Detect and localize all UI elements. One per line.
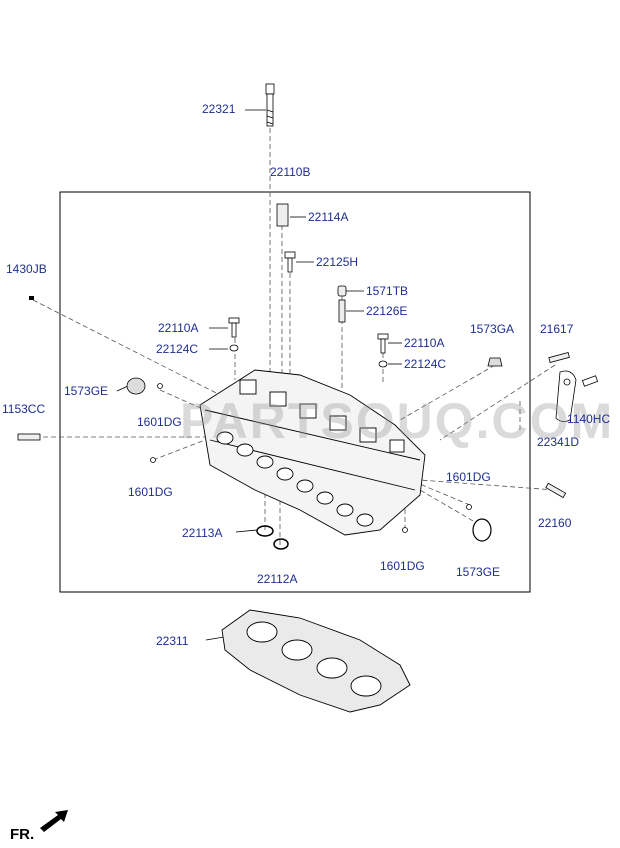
label-22126e[interactable]: 22126E (366, 304, 408, 318)
label-22110a-left[interactable]: 22110A (158, 321, 199, 335)
label-22112a[interactable]: 22112A (257, 572, 298, 586)
bolt-left (228, 317, 240, 352)
bolt-right (377, 333, 389, 368)
engine-hanger (555, 370, 577, 422)
label-1430jb[interactable]: 1430JB (6, 262, 47, 276)
ring-22113a (256, 525, 274, 537)
ring-22112a (273, 538, 289, 550)
label-22311[interactable]: 22311 (156, 634, 189, 648)
bolt-1140hc (581, 375, 599, 387)
dowel-pin (276, 203, 289, 227)
plug (337, 285, 347, 297)
label-1601dg-2[interactable]: 1601DG (446, 470, 491, 484)
assembly-frame (59, 191, 531, 593)
label-22125h[interactable]: 22125H (316, 255, 359, 269)
label-1573ga[interactable]: 1573GA (470, 322, 515, 336)
plug-1573ga (487, 357, 503, 367)
stud-1153cc (17, 433, 41, 441)
label-22113a[interactable]: 22113A (182, 526, 223, 540)
label-1601dg-3[interactable]: 1601DG (128, 485, 173, 499)
small-bolt (284, 251, 296, 273)
label-22114a[interactable]: 22114A (308, 210, 349, 224)
label-1601dg-1[interactable]: 1601DG (137, 415, 182, 429)
guide-lines (32, 120, 556, 545)
label-1601dg-4[interactable]: 1601DG (380, 559, 425, 573)
label-1140hc[interactable]: 1140HC (567, 412, 611, 426)
label-21617[interactable]: 21617 (540, 322, 574, 336)
label-22341d[interactable]: 22341D (537, 435, 580, 449)
stud-22160 (545, 482, 567, 499)
cylinder-head (199, 369, 426, 536)
label-22321[interactable]: 22321 (202, 102, 236, 116)
front-label: FR. (10, 826, 35, 843)
label-1573ge-right[interactable]: 1573GE (456, 565, 501, 579)
label-22110b[interactable]: 22110B (270, 165, 311, 179)
label-22124c-left[interactable]: 22124C (156, 342, 199, 356)
cap-1573ge-left (126, 377, 146, 395)
label-22160[interactable]: 22160 (538, 516, 572, 530)
label-22110a-right[interactable]: 22110A (404, 336, 445, 350)
seal-1573ge-right (472, 518, 492, 542)
sleeve (338, 299, 346, 323)
stud-21617 (548, 351, 570, 363)
head-gasket (221, 609, 411, 713)
pin-1430jb (29, 296, 34, 300)
label-1573ge-left[interactable]: 1573GE (64, 384, 109, 398)
label-1571tb[interactable]: 1571TB (366, 284, 409, 298)
front-arrow-icon (40, 810, 68, 832)
label-1153cc[interactable]: 1153CC (2, 402, 46, 416)
cylinder-head-bolt (265, 83, 275, 127)
label-22124c-right[interactable]: 22124C (404, 357, 447, 371)
